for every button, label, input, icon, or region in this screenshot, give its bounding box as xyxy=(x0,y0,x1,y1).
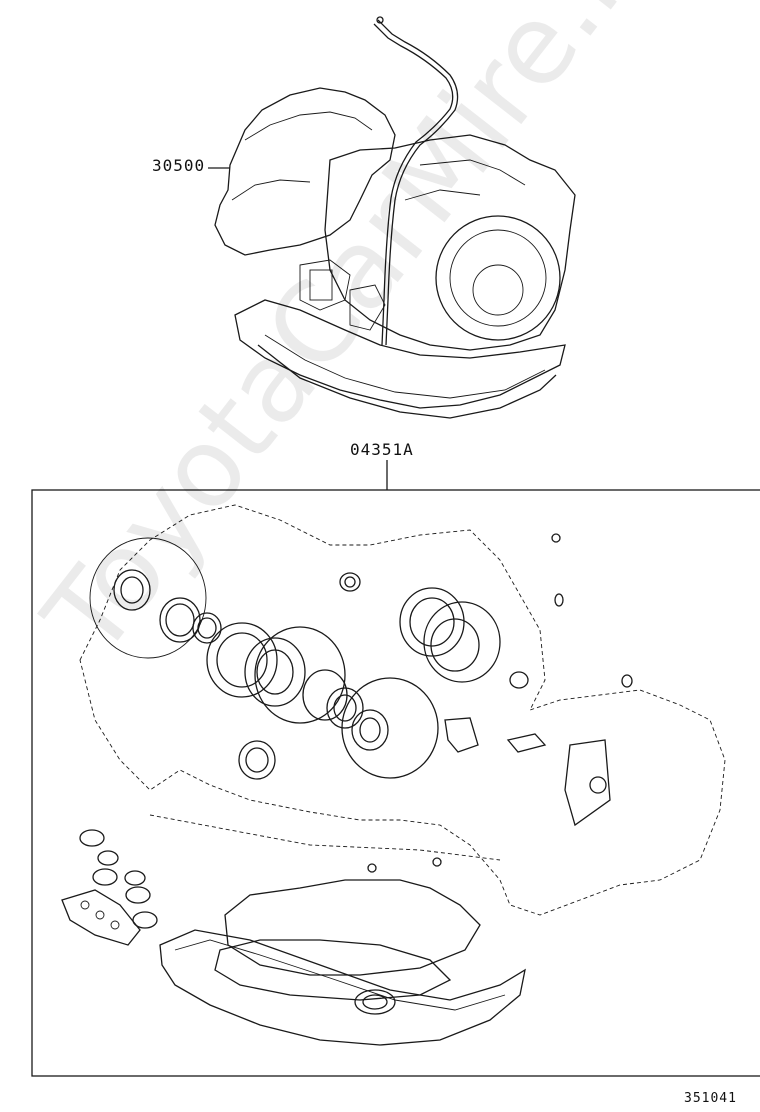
overhaul-kit-drawing xyxy=(61,504,726,1046)
transaxle-assembly-drawing xyxy=(214,16,576,419)
part-number-label-assembly: 30500 xyxy=(152,156,206,175)
part-number-label-kit: 04351A xyxy=(350,440,414,459)
diagram-number-label: 351041 xyxy=(684,1091,737,1106)
kit-frame xyxy=(31,489,760,1077)
